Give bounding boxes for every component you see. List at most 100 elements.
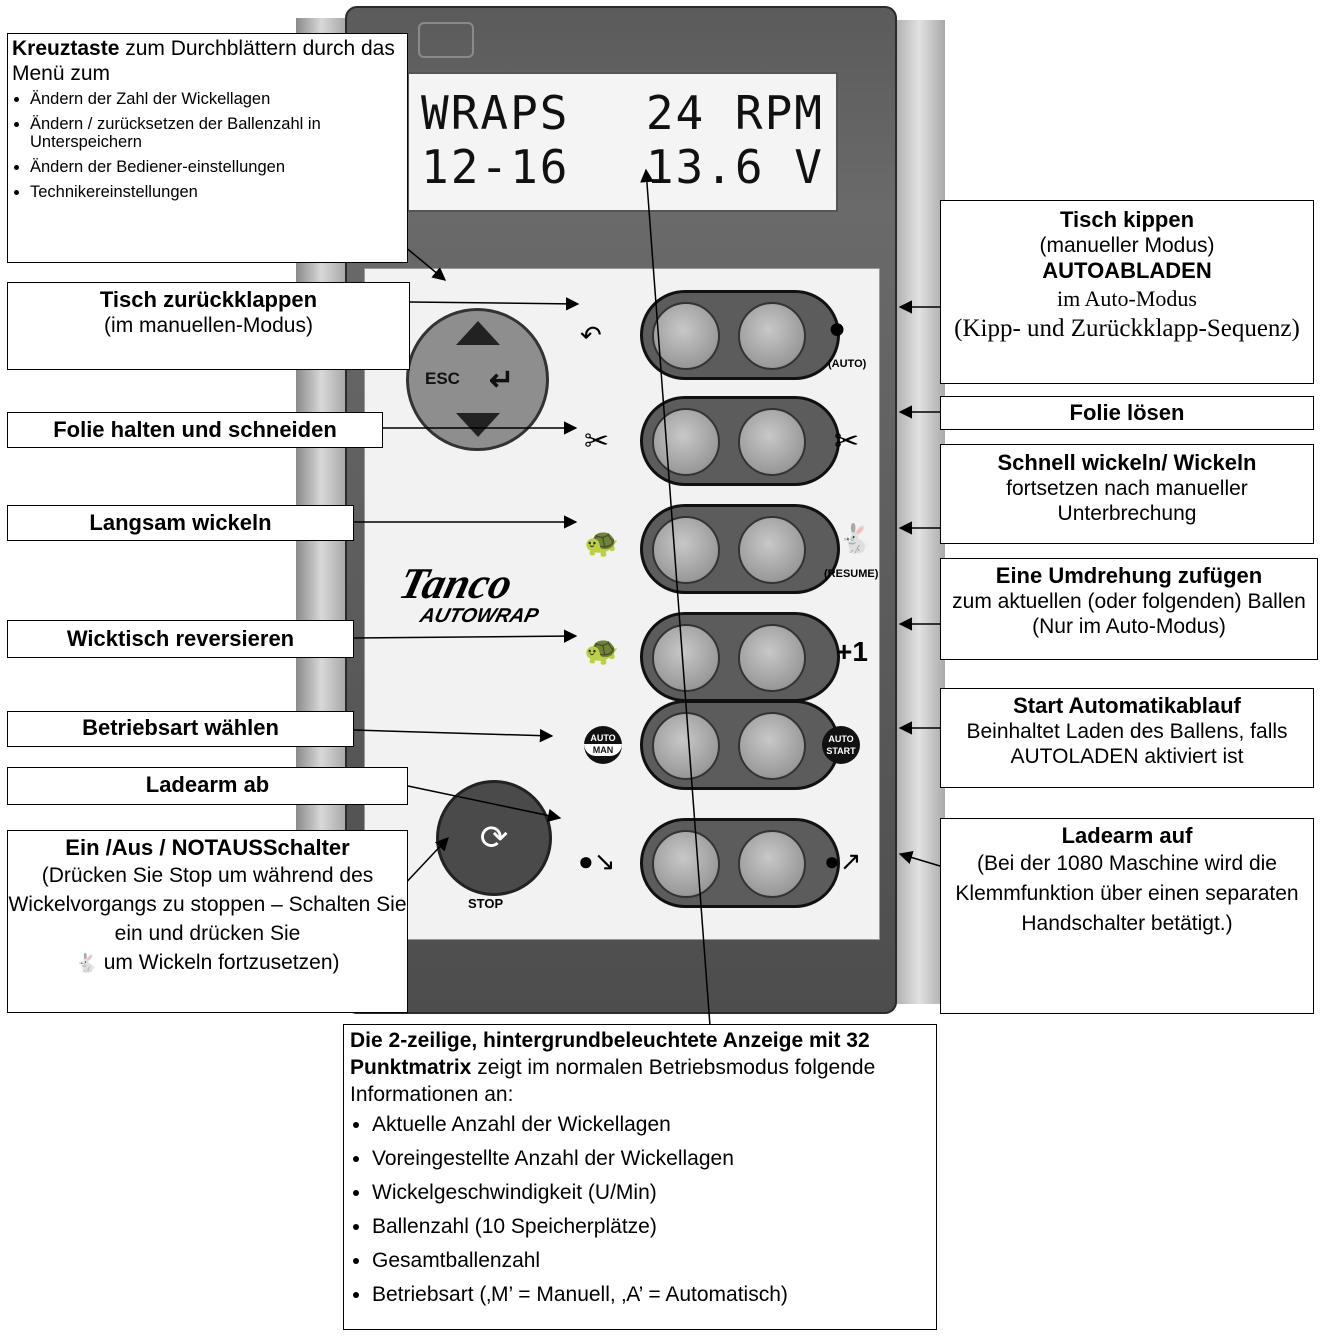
esc-button[interactable]: ESC [425, 369, 460, 388]
enter-icon[interactable]: ↵ [489, 364, 515, 397]
anzeige-item: Betriebsart (‚M’ = Manuell, ‚A’ = Automa… [372, 1282, 930, 1308]
release-film-button[interactable] [738, 408, 806, 476]
callout-ladearm-auf: Ladearm auf (Bei der 1080 Maschine wird … [940, 818, 1314, 1014]
anzeige-item: Ballenzahl (10 Speicherplätze) [372, 1214, 930, 1240]
anzeige-item: Aktuelle Anzahl der Wickellagen [372, 1112, 930, 1138]
callout-langsam-wickeln: Langsam wickeln [7, 505, 354, 541]
callout-schnell-wickeln: Schnell wickeln/ Wickeln fortsetzen nach… [940, 444, 1314, 544]
tilt-back-button[interactable] [652, 302, 720, 370]
loader-down-icon: ●↘ [578, 846, 616, 876]
notaus-text2: um Wickeln fortzusetzen) [103, 951, 340, 974]
arrow-ladearm-ab [407, 785, 562, 823]
arrow-anzeige [640, 168, 711, 1027]
folie-halten-title: Folie halten und schneiden [53, 417, 337, 442]
auto-label: (AUTO) [828, 358, 867, 370]
umdrehung-text: zum aktuellen (oder folgenden) Ballen (N… [952, 590, 1306, 638]
fast-wrap-button[interactable] [738, 516, 806, 584]
tilt-auto-icon: ● [828, 312, 847, 345]
anzeige-item: Wickelgeschwindigkeit (U/Min) [372, 1180, 930, 1206]
callout-ladearm-ab: Ladearm ab [7, 767, 408, 805]
lcd-line1-right: 24 RPM [645, 86, 824, 140]
reversieren-title: Wicktisch reversieren [66, 626, 295, 651]
loader-down-button[interactable] [652, 830, 720, 898]
auto-start-button[interactable] [738, 712, 806, 780]
callout-tisch-kippen: Tisch kippen (manueller Modus) AUTOABLAD… [940, 200, 1314, 384]
callout-anzeige: Die 2-zeilige, hintergrundbeleuchtete An… [343, 1024, 937, 1330]
callout-eine-umdrehung: Eine Umdrehung zufügen zum aktuellen (od… [940, 558, 1318, 660]
schnell-title: Schnell wickeln/ Wickeln [997, 450, 1257, 475]
tilt-back-icon: ↶ [580, 320, 602, 350]
anzeige-item: Gesamtballenzahl [372, 1248, 930, 1274]
kreuz-item: Technikereinstellungen [30, 183, 405, 201]
auto-man-top: AUTO [590, 733, 616, 743]
arrow-kreuz [403, 245, 447, 281]
arrow-reversieren [353, 629, 578, 643]
anzeige-list: Aktuelle Anzahl der Wickellagen Voreinge… [350, 1112, 930, 1308]
tilt-button[interactable] [738, 302, 806, 370]
scissors-closed-icon: ✂ [584, 425, 610, 458]
start-text: Beinhaltet Laden des Ballens, falls AUTO… [966, 720, 1288, 768]
loader-up-icon: ●↗ [824, 846, 862, 876]
resume-label: (RESUME) [824, 568, 879, 580]
kreuz-item: Ändern / zurücksetzen der Ballenzahl in … [30, 115, 405, 151]
callout-betriebsart: Betriebsart wählen [7, 711, 354, 747]
kreuz-item: Ändern der Zahl der Wickellagen [30, 90, 405, 108]
kippen-bold: AUTOABLADEN [1042, 258, 1212, 283]
notaus-text2-line: 🐇 um Wickeln fortzusetzen) [8, 948, 407, 978]
callout-kreuztaste: Kreuztaste zum Durchblättern durch das M… [7, 33, 408, 263]
arrow-ladearm-auf [898, 851, 941, 867]
scissors-open-icon: ✂ [834, 425, 860, 458]
loader-up-button[interactable] [738, 830, 806, 898]
notaus-text1: (Drücken Sie Stop um während des Wickelv… [8, 864, 407, 945]
down-arrow-icon[interactable] [456, 413, 500, 437]
schnell-text: fortsetzen nach manueller Unterbrechung [1006, 477, 1248, 525]
kippen-title: Tisch kippen [1059, 207, 1195, 232]
auto-man-bottom: MAN [584, 744, 622, 756]
callout-folie-loesen: Folie lösen [940, 396, 1314, 430]
ladearm-auf-title: Ladearm auf [1061, 823, 1193, 848]
turtle-forward-icon: 🐢 [584, 527, 619, 558]
cross-key[interactable]: ESC ↵ [406, 308, 549, 451]
callout-wicktisch-reversieren: Wicktisch reversieren [7, 620, 354, 658]
rabbit-resume-icon: 🐇 [75, 953, 98, 973]
kreuz-text: zum Durchblättern durch das Menü zum [12, 37, 395, 85]
auto-man-icon: AUTO MAN [584, 726, 622, 764]
auto-start-top: AUTO [828, 734, 854, 744]
umdrehung-title: Eine Umdrehung zufügen [995, 563, 1263, 588]
kreuz-list: Ändern der Zahl der Wickellagen Ändern /… [12, 90, 405, 201]
kippen-line3: (Kipp- und Zurückklapp-Sequenz) [954, 315, 1300, 342]
kreuz-title: Kreuztaste [12, 37, 120, 60]
lcd-line2-left: 12-16 [421, 140, 570, 194]
callout-tisch-zurueckklappen: Tisch zurückklappen (im manuellen-Modus) [7, 282, 410, 370]
lcd-display: WRAPS 24 RPM 12-16 13.6 V [407, 72, 838, 212]
ladearm-ab-title: Ladearm ab [145, 772, 270, 797]
reverse-button[interactable] [652, 624, 720, 692]
anzeige-item: Voreingestellte Anzahl der Wickellagen [372, 1146, 930, 1172]
plus-one-button[interactable] [738, 624, 806, 692]
kippen-line1: (manueller Modus) [1039, 234, 1215, 257]
up-arrow-icon[interactable] [456, 321, 500, 345]
zurueck-title: Tisch zurückklappen [99, 287, 318, 312]
rabbit-icon: 🐇 [838, 523, 873, 554]
slow-wrap-button[interactable] [652, 516, 720, 584]
anzeige-text: zeigt im normalen Betriebsmodus folgende… [350, 1056, 876, 1106]
auto-start-icon: AUTO START [822, 726, 860, 764]
start-title: Start Automatikablauf [1013, 693, 1241, 718]
langsam-title: Langsam wickeln [89, 510, 272, 535]
zurueck-text: (im manuellen-Modus) [104, 314, 313, 337]
hold-cut-button[interactable] [652, 408, 720, 476]
callout-start-automatik: Start Automatikablauf Beinhaltet Laden d… [940, 688, 1314, 788]
plus-one-label: +1 [836, 636, 868, 667]
arrow-betriebsart [353, 728, 554, 743]
device-side-right [893, 20, 945, 1004]
callout-notaus: Ein /Aus / NOTAUSSchalter (Drücken Sie S… [7, 830, 408, 1013]
callout-folie-halten: Folie halten und schneiden [7, 412, 383, 448]
ladearm-auf-text: (Bei der 1080 Maschine wird die Klemmfun… [955, 852, 1299, 935]
arrow-zurueck [409, 297, 580, 311]
betriebsart-title: Betriebsart wählen [82, 715, 279, 740]
folie-loesen-title: Folie lösen [1069, 400, 1185, 425]
rds-logo [418, 22, 474, 58]
notaus-title: Ein /Aus / NOTAUSSchalter [65, 835, 350, 860]
